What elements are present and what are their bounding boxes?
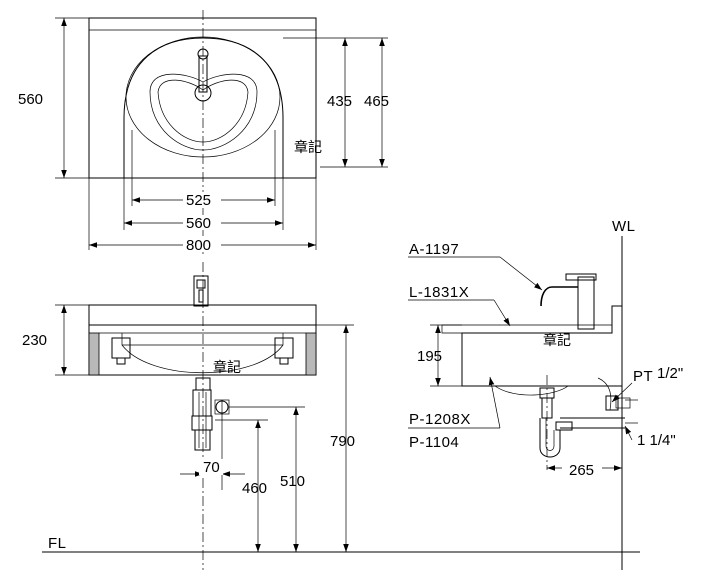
dim-525: 525 bbox=[186, 192, 211, 209]
dim-560-height: 560 bbox=[18, 91, 43, 108]
stamp-mark: 章記 bbox=[294, 139, 322, 156]
side-view: WL A-1197 L-1831X P-1208X P-1104 195 265… bbox=[408, 218, 683, 570]
front-view: 230 70 460 510 790 章記 FL bbox=[22, 262, 640, 570]
dim-435: 435 bbox=[327, 93, 352, 110]
pipe-pt-prefix: PT bbox=[633, 368, 653, 385]
dim-265: 265 bbox=[569, 462, 594, 479]
part-faucet-label: A-1197 bbox=[409, 241, 459, 258]
dim-230: 230 bbox=[22, 332, 47, 349]
dim-70: 70 bbox=[203, 459, 220, 476]
pipe-outlet-size: 1 1/4" bbox=[637, 432, 676, 449]
stamp-mark-front: 章記 bbox=[213, 359, 241, 376]
top-view: 560 435 465 525 560 800 章記 bbox=[18, 10, 389, 255]
dim-465: 465 bbox=[364, 93, 389, 110]
dim-460: 460 bbox=[242, 480, 267, 497]
pipe-pt-size: 1/2" bbox=[657, 365, 683, 382]
dim-560-width: 560 bbox=[186, 215, 211, 232]
part-trap-2-label: P-1104 bbox=[409, 434, 459, 451]
part-trap-1-label: P-1208X bbox=[409, 411, 471, 428]
dim-195: 195 bbox=[417, 348, 442, 365]
wall-label: WL bbox=[612, 218, 636, 235]
part-basin-label: L-1831X bbox=[409, 284, 469, 301]
dim-790: 790 bbox=[330, 433, 355, 450]
stamp-mark-side: 章記 bbox=[543, 332, 571, 349]
dim-800: 800 bbox=[186, 237, 211, 254]
dim-510: 510 bbox=[280, 473, 305, 490]
floor-label: FL bbox=[48, 535, 67, 552]
